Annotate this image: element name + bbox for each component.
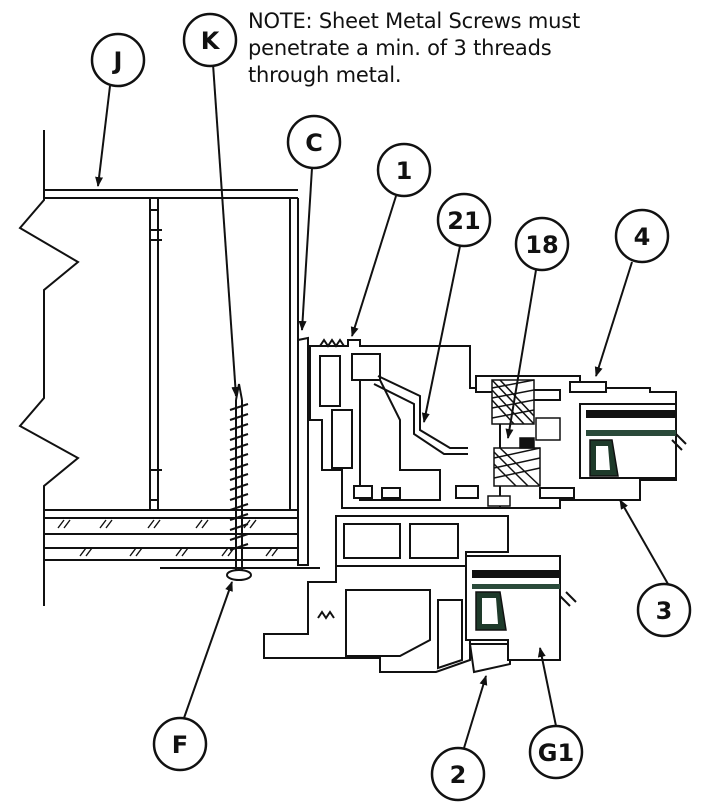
svg-text:18: 18: [525, 231, 558, 259]
lower-glass: [465, 555, 577, 661]
svg-text:F: F: [172, 731, 188, 759]
svg-text:2: 2: [450, 761, 467, 789]
svg-text:J: J: [112, 47, 123, 75]
leader-f: [183, 581, 233, 719]
svg-text:G1: G1: [538, 739, 574, 767]
callout-2: 2: [430, 746, 486, 802]
leader-4: [594, 261, 633, 377]
sheet-metal-screw: [226, 383, 252, 581]
note-line-2: penetrate a min. of 3 threads: [248, 36, 552, 60]
note-line-1: NOTE: Sheet Metal Screws must: [248, 9, 581, 33]
leader-21: [421, 245, 461, 423]
leader-lines: [95, 63, 669, 749]
upper-glass-seals: [586, 410, 676, 477]
sill-profile: [263, 515, 511, 674]
wall-stud-assembly: [18, 130, 320, 606]
leader-k: [212, 63, 240, 397]
leader-2: [463, 675, 488, 749]
callout-k: K: [182, 12, 238, 68]
shim-strip: [297, 336, 309, 566]
callout-1: 1: [376, 142, 432, 198]
callout-c: C: [286, 114, 342, 170]
callout-3: 3: [636, 582, 692, 638]
leader-3: [619, 499, 669, 585]
svg-text:C: C: [305, 129, 323, 157]
svg-text:4: 4: [634, 223, 651, 251]
leader-g1: [537, 647, 557, 727]
svg-text:K: K: [201, 27, 221, 55]
screw-note: NOTE: Sheet Metal Screws must penetrate …: [248, 8, 668, 89]
upper-glass-break: [671, 433, 687, 451]
leader-c: [298, 167, 313, 331]
svg-text:3: 3: [656, 597, 673, 625]
leader-1: [350, 195, 397, 337]
callout-4: 4: [614, 208, 670, 264]
callout-21: 21: [436, 192, 492, 248]
main-frame-profile: [309, 338, 501, 509]
sheathing-hatch: [57, 519, 279, 557]
leader-18: [505, 269, 537, 439]
svg-text:1: 1: [396, 157, 413, 185]
note-line-3: through metal.: [248, 63, 402, 87]
callout-18: 18: [514, 216, 570, 272]
svg-text:21: 21: [447, 207, 480, 235]
callout-j: J: [90, 32, 146, 88]
callout-g1: G1: [528, 724, 584, 780]
glazing-block: [487, 379, 561, 507]
leader-j: [95, 85, 111, 187]
callout-f: F: [152, 716, 208, 772]
